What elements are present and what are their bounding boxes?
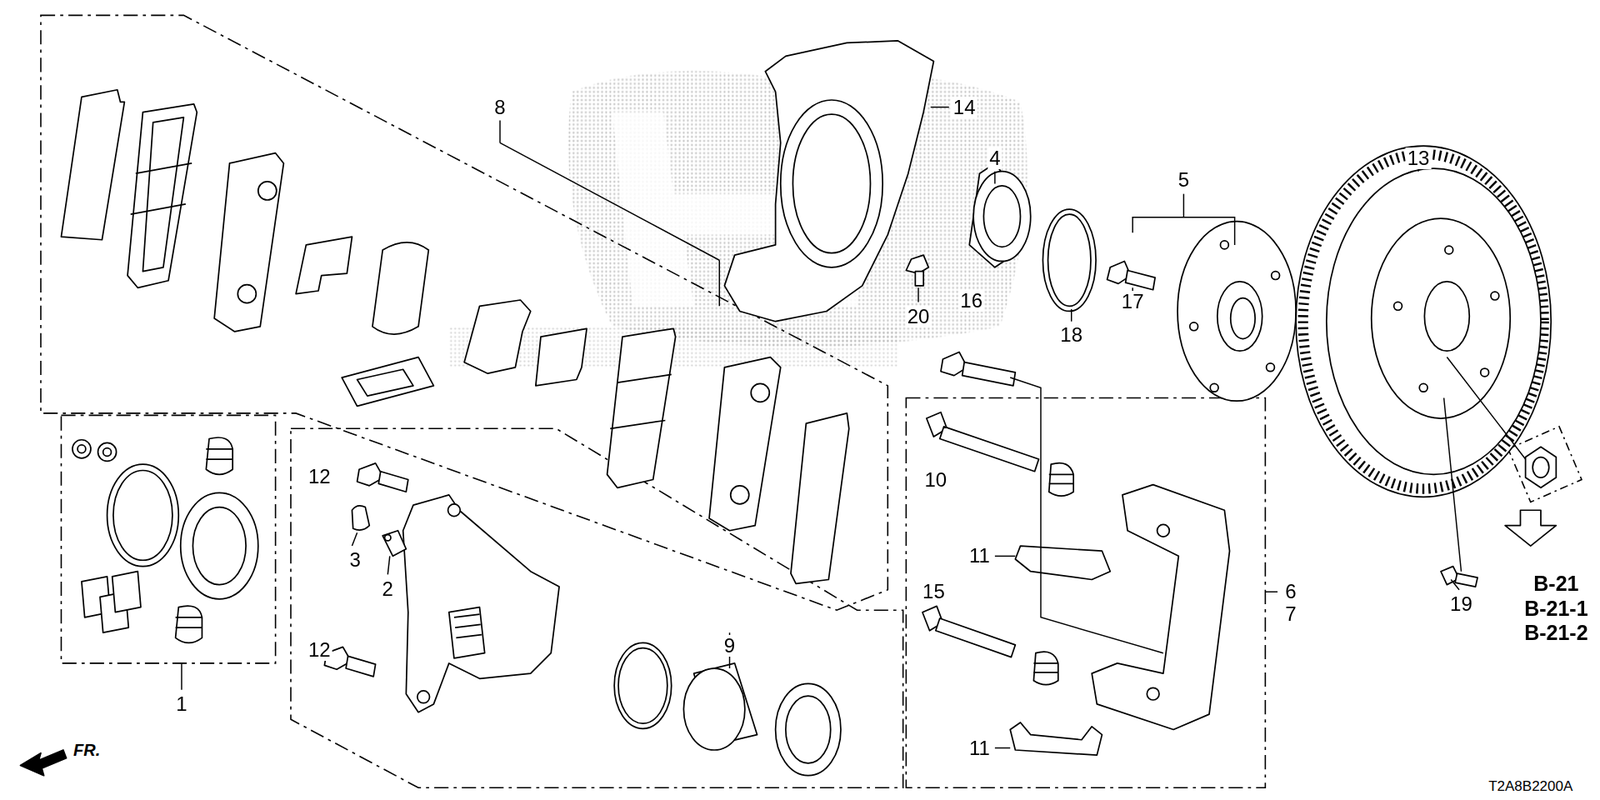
reference-code: B-21-2 xyxy=(1522,621,1590,645)
callout-number: 6 xyxy=(1283,580,1298,603)
callout-number: 1 xyxy=(174,693,189,715)
callout-number: 9 xyxy=(722,635,737,657)
callout-number: 3 xyxy=(347,549,362,571)
leader-lines xyxy=(181,107,1526,749)
callout-number: 13 xyxy=(1405,147,1432,170)
reference-code: B-21-1 xyxy=(1522,596,1590,620)
callout-number: 20 xyxy=(905,305,932,328)
callout-number: 12 xyxy=(306,639,333,661)
callout-number: 10 xyxy=(922,469,949,491)
callout-number: 18 xyxy=(1058,324,1085,346)
callout-number: 17 xyxy=(1120,290,1146,313)
callout-number: 16 xyxy=(958,290,985,312)
callout-number: 5 xyxy=(1176,169,1191,191)
callout-number: 15 xyxy=(920,580,947,603)
callout-number: 19 xyxy=(1448,593,1475,615)
watermark-logo xyxy=(449,70,1028,368)
callout-number: 11 xyxy=(967,737,992,760)
callout-number: 2 xyxy=(380,578,395,600)
callout-number: 7 xyxy=(1283,603,1298,625)
diagram-code: T2A8B2200A xyxy=(1486,777,1575,794)
callout-number: 8 xyxy=(492,96,507,119)
callout-number: 4 xyxy=(987,147,1002,170)
callout-number: 14 xyxy=(951,96,978,119)
callout-number: 11 xyxy=(967,545,992,567)
reference-code: B-21 xyxy=(1531,572,1580,595)
callout-number: 12 xyxy=(306,465,333,488)
front-marker: FR. xyxy=(71,740,102,760)
